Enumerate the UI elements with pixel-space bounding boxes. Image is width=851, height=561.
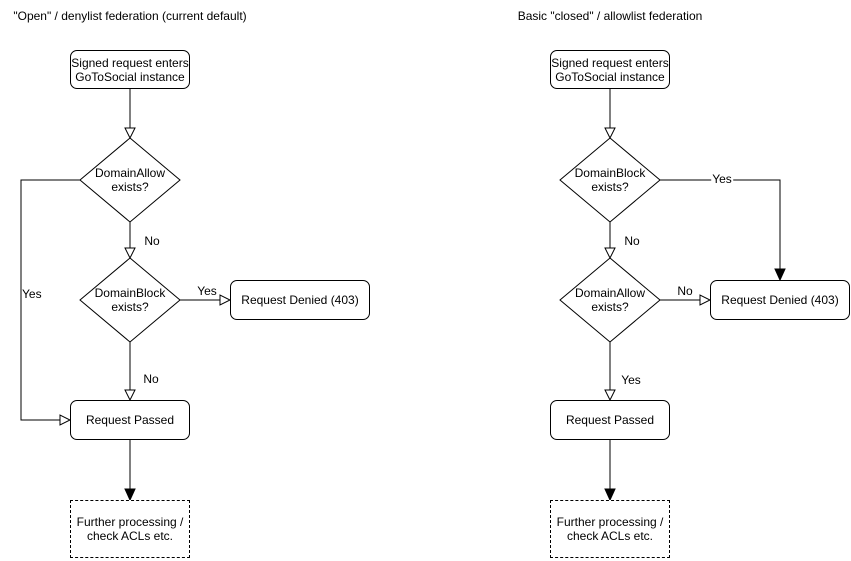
decision-left-domainblock bbox=[79, 257, 181, 343]
right-chart-title: Basic "closed" / allowlist federation bbox=[517, 9, 703, 23]
decision-right-domainblock bbox=[559, 137, 661, 223]
edge-right-requestpassed-to-furtherprocessing bbox=[604, 440, 616, 502]
node-left-start: Signed request enters GoToSocial instanc… bbox=[70, 50, 190, 89]
edge-label-right-block-yes: Yes bbox=[711, 172, 733, 186]
edge-label-right-allow-no: No bbox=[676, 284, 694, 298]
node-right-start: Signed request enters GoToSocial instanc… bbox=[550, 50, 670, 89]
edge-left-domainblock-yes-to-requestdenied bbox=[180, 294, 232, 306]
edge-label-right-block-no: No bbox=[623, 234, 641, 248]
node-left-further-processing: Further processing / check ACLs etc. bbox=[70, 500, 190, 558]
edge-right-start-to-domainblock bbox=[604, 89, 616, 140]
node-left-request-passed: Request Passed bbox=[70, 400, 190, 440]
node-left-request-denied: Request Denied (403) bbox=[230, 280, 370, 320]
edge-right-domainblock-no-to-domainallow bbox=[604, 222, 616, 260]
edge-label-left-allow-no: No bbox=[143, 234, 161, 248]
edge-left-domainblock-no-to-requestpassed bbox=[124, 342, 136, 402]
edge-right-domainblock-yes-to-requestdenied bbox=[660, 179, 786, 282]
node-right-further-processing: Further processing / check ACLs etc. bbox=[550, 500, 670, 558]
edge-left-start-to-domainallow bbox=[124, 89, 136, 140]
decision-left-domainallow bbox=[79, 137, 181, 223]
left-chart-title: "Open" / denylist federation (current de… bbox=[13, 9, 247, 23]
edge-label-left-allow-yes: Yes bbox=[22, 287, 42, 301]
node-right-request-denied: Request Denied (403) bbox=[710, 280, 850, 320]
edge-label-left-block-yes: Yes bbox=[196, 284, 218, 298]
edge-label-right-allow-yes: Yes bbox=[620, 373, 642, 387]
decision-right-domainallow bbox=[559, 257, 661, 343]
edge-right-domainallow-yes-to-requestpassed bbox=[604, 342, 616, 402]
edge-left-requestpassed-to-furtherprocessing bbox=[124, 440, 136, 502]
edge-left-domainallow-no-to-domainblock bbox=[124, 222, 136, 260]
node-right-request-passed: Request Passed bbox=[550, 400, 670, 440]
edge-left-domainallow-yes-to-requestpassed bbox=[20, 179, 80, 426]
edge-label-left-block-no: No bbox=[142, 372, 160, 386]
